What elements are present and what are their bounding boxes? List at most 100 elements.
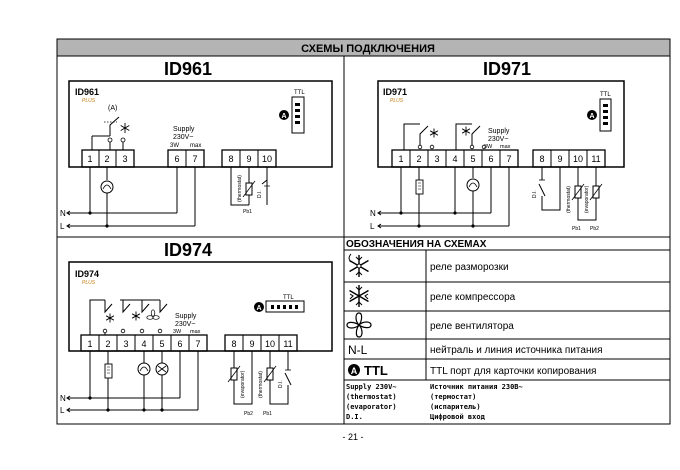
legend-nl-symbol: N-L [348,343,368,357]
legend-row-2-text: реле компрессора [430,292,516,303]
glossary-term-4: D.I. [346,413,363,421]
glossary-meaning-1: Источник питания 230В~ [430,383,523,391]
defrost-snowflake-icon [105,313,115,323]
panel-heading-id974: ID974 [164,240,212,260]
ttl-port-badge-icon: A [587,110,597,120]
glossary-term-1: Supply 230V~ [346,383,397,391]
terminal-9-id971: 9 [557,154,562,164]
fan-icon [346,312,372,338]
defrost-snowflake-icon [429,128,439,138]
legend-row-3-text: реле вентилятора [430,321,514,332]
terminal-10-id971: 10 [573,154,583,164]
terminal-5-id971: 5 [470,154,475,164]
terminal-10-id961: 10 [262,154,272,164]
compressor-snowflake-icon [131,311,141,321]
supply-label-id961: Supply [173,126,195,133]
max-label-id971: max [500,144,511,150]
panel-heading-id971: ID971 [483,59,531,79]
glossary-meaning-2: (термостат) [430,393,476,401]
line-label-id961: L [60,222,65,231]
neutral-label-id971: N [370,209,376,218]
terminal-5-id974: 5 [159,339,164,349]
pb1-label-id961: Pb1 [243,209,252,215]
legend-table: ОБОЗНАЧЕНИЯ НА СХЕМАХ реле разморозки ре… [344,239,670,421]
power-label-id961: 3W [170,143,179,149]
terminal-6-id974: 6 [177,339,182,349]
supply-voltage-id961: 230V~ [173,134,193,141]
plus-label-id961: PLUS [82,98,96,104]
terminal-2-id961: 2 [104,154,109,164]
ttl-port-badge-icon: A [348,364,360,376]
supply-voltage-id974: 230V~ [175,321,195,328]
terminal-8-id961: 8 [228,154,233,164]
terminal-1-id974: 1 [87,339,92,349]
legend-ttl-symbol: TTL [364,363,388,378]
device-label-id971: ID971 [383,87,407,97]
terminal-8-id974: 8 [231,339,236,349]
terminal-3-id974: 3 [123,339,128,349]
terminal-2-id971: 2 [416,154,421,164]
supply-voltage-id971: 230V~ [488,136,508,143]
pb2-label-id974: Pb2 [244,411,253,417]
di-label-id974: D.I. [278,380,284,388]
terminal-9-id961: 9 [246,154,251,164]
legend-row-4-text: нейтраль и линия источника питания [430,345,603,356]
panel-heading-id961: ID961 [164,59,212,79]
pb1-label-id974: Pb1 [263,411,272,417]
ttl-port-badge-icon: A [254,302,264,312]
legend-title: ОБОЗНАЧЕНИЯ НА СХЕМАХ [346,239,487,250]
page-number: - 21 - [342,432,363,442]
compressor-motor-icon [100,180,114,194]
terminal-7-id971: 7 [506,154,511,164]
thermostat-label-id974: (thermostat) [258,371,264,398]
max-label-id961: max [190,143,201,149]
power-label-id974: 3W [173,329,182,335]
panel-id961: ID961 ID961 PLUS (A) Supply 230V~ 3W max… [60,59,333,231]
power-label-id971: 3W [484,144,493,150]
ttl-label-id961: TTL [294,90,305,96]
neutral-label-id961: N [60,209,66,218]
terminal-3-id961: 3 [122,154,127,164]
svg-text:A: A [256,305,261,312]
supply-label-id974: Supply [175,313,197,320]
line-label-id974: L [60,406,65,415]
panel-id971: ID971 ID971 PLUS Supply 230V~ 3W max TTL [370,59,625,232]
terminal-10-id974: 10 [265,339,275,349]
terminal-6-id961: 6 [174,154,179,164]
neutral-label-id974: N [60,394,66,403]
evaporator-label-id971: (evaporator) [584,185,590,213]
line-label-id971: L [370,222,375,231]
plus-label-id974: PLUS [82,280,96,286]
pb2-label-id971: Pb2 [590,226,599,232]
fan-motor-icon [155,362,169,376]
device-label-id961: ID961 [75,87,99,97]
max-label-id974: max [190,329,201,335]
svg-text:A: A [281,113,286,120]
thermostat-label-id971: (thermostat) [566,186,572,213]
terminal-3-id971: 3 [434,154,439,164]
glossary-meaning-4: Цифровой вход [430,413,486,421]
terminal-11-id971: 11 [591,154,600,164]
glossary-term-2: (thermostat) [346,393,397,401]
di-label-id971: D.I. [532,190,538,198]
terminal-2-id974: 2 [105,339,110,349]
terminal-11-id974: 11 [283,339,292,349]
evaporator-label-id974: (evaporator) [240,370,246,398]
panel-id974: ID974 ID974 PLUS Supply 230V~ 3W max [60,240,333,417]
legend-row-5-text: TTL порт для карточки копирования [430,366,596,377]
plus-label-id971: PLUS [390,98,404,104]
terminal-1-id961: 1 [87,154,92,164]
di-label-id961: D.I. [257,190,263,198]
terminal-6-id971: 6 [488,154,493,164]
defrost-snowflake-icon [348,253,369,277]
compressor-motor-icon [466,178,480,192]
device-label-id974: ID974 [75,269,99,279]
thermostat-label-id961: (thermostat) [237,175,243,202]
terminal-4-id971: 4 [452,154,457,164]
ttl-port-badge-icon: A [279,110,289,120]
terminal-9-id974: 9 [249,339,254,349]
legend-ttl-badge: A [351,366,358,376]
terminal-1-id971: 1 [398,154,403,164]
ttl-label-id974: TTL [283,295,294,301]
